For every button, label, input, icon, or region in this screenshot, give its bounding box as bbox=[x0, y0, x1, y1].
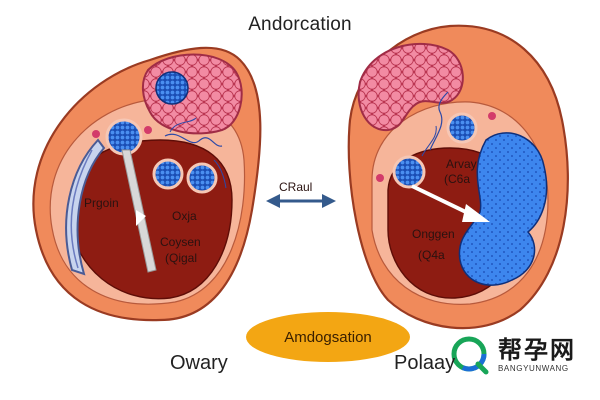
watermark: 帮孕网 BANGYUNWANG bbox=[448, 330, 598, 380]
right-blue-follicle-2 bbox=[392, 155, 426, 189]
right-label-onggen: Onggen bbox=[412, 227, 455, 241]
center-badge-label: Amdogsation bbox=[284, 328, 372, 346]
left-blue-follicle-top bbox=[155, 71, 189, 105]
center-badge: Amdogsation bbox=[246, 312, 410, 362]
left-ovary bbox=[32, 46, 262, 322]
left-label-prgoin: Prgoin bbox=[84, 196, 119, 210]
left-duct bbox=[65, 138, 106, 276]
right-blue-mass bbox=[458, 132, 548, 286]
right-ovary bbox=[347, 24, 569, 330]
right-label-c6a: (C6a bbox=[444, 172, 471, 186]
left-label-oxja: Oxja bbox=[172, 209, 197, 223]
left-stem bbox=[121, 149, 157, 273]
right-label-arvay: Arvay bbox=[446, 157, 477, 171]
arrow-label: CRaul bbox=[279, 180, 313, 194]
right-organ-label: Polaay bbox=[394, 352, 456, 374]
watermark-english: BANGYUNWANG bbox=[498, 363, 569, 373]
right-blue-follicle-1 bbox=[446, 112, 478, 144]
watermark-chinese: 帮孕网 bbox=[498, 336, 576, 364]
right-pink-cluster bbox=[357, 42, 464, 132]
left-label-qigal: (Qigal bbox=[165, 251, 198, 265]
left-blue-follicle-1 bbox=[105, 118, 143, 156]
right-label-q4a: (Q4a bbox=[418, 248, 445, 262]
left-blue-follicle-2 bbox=[152, 158, 184, 190]
left-organ-label: Owary bbox=[170, 352, 228, 374]
double-arrow bbox=[266, 194, 336, 208]
right-arrow-head bbox=[462, 204, 490, 222]
left-blue-follicle-3 bbox=[186, 162, 218, 194]
watermark-logo-icon bbox=[451, 336, 489, 375]
left-label-coysen: Coysen bbox=[160, 235, 201, 249]
diagram-title: Andorcation bbox=[248, 14, 352, 35]
